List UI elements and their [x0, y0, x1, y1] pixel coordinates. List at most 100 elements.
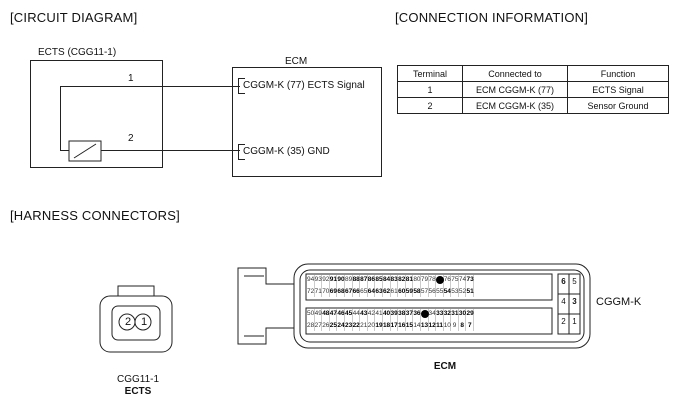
ecm-pin-53: 53	[451, 287, 459, 297]
ecm-pin-41: 41	[375, 309, 383, 322]
ecm-pin-78: 78	[429, 275, 437, 288]
sensor-label: ECTS (CGG11-1)	[38, 47, 117, 58]
ecm-pin-7: 7	[466, 321, 475, 331]
ecm-pin-89: 89	[345, 275, 353, 288]
ecm-pin-85: 85	[375, 275, 383, 288]
ecm-pin-11: 11	[436, 321, 444, 331]
header-connected-to: Connected to	[462, 65, 568, 82]
ecm-pin-63: 63	[375, 287, 383, 297]
cell-connected-to: ECM CGGM-K (35)	[462, 97, 568, 114]
ecm-pin-35-label: CGGM-K (35) GND	[243, 146, 330, 157]
ecm-pin-29: 29	[466, 309, 475, 322]
ecm-pin-81: 81	[406, 275, 414, 288]
ecm-pin-14: 14	[413, 321, 421, 331]
ecm-pin-57: 57	[420, 287, 429, 297]
ecm-pin-86: 86	[368, 275, 376, 288]
ecm-pin-74: 74	[459, 275, 467, 288]
ecm-pin-10: 10	[443, 321, 452, 331]
ecm-side-pin: 1	[572, 317, 577, 326]
ecm-pin-18: 18	[382, 321, 391, 331]
ecm-pin-79: 79	[421, 275, 429, 288]
ecm-connector-code: CGGM-K	[596, 296, 642, 308]
ecm-side-pin: 3	[572, 297, 577, 306]
ecm-pin-19: 19	[375, 321, 383, 331]
ecm-pin-34: 34	[429, 309, 437, 322]
ecm-pin-68: 68	[337, 287, 345, 297]
ects-connector-name: ECTS	[124, 386, 152, 397]
ecm-pin-61: 61	[390, 287, 399, 297]
signal-wire-vertical	[60, 86, 61, 151]
ecm-pin-50: 50	[307, 309, 315, 322]
ecm-pin-49: 49	[315, 309, 323, 322]
ecm-side-pin: 6	[561, 277, 566, 286]
signal-wire	[60, 86, 240, 87]
cell-terminal: 1	[397, 81, 463, 98]
ecm-pin-52: 52	[458, 287, 467, 297]
ecm-pin-21: 21	[360, 321, 368, 331]
ecm-pin-8: 8	[459, 321, 467, 331]
ecm-pin-20: 20	[367, 321, 376, 331]
signal-wire-to-sensor	[60, 150, 70, 151]
ecm-side-pin: 2	[561, 317, 566, 326]
ecm-pin-92: 92	[322, 275, 330, 288]
ecm-pin-64: 64	[367, 287, 376, 297]
connection-table: Terminal Connected to Function 1 ECM CGG…	[397, 65, 669, 114]
ecm-pin-42: 42	[368, 309, 376, 322]
ground-wire	[100, 150, 240, 151]
ecm-pin-38: 38	[398, 309, 406, 322]
ecm-pin-51: 51	[466, 287, 475, 297]
ects-connector-icon	[99, 285, 173, 353]
ecm-pin-58: 58	[413, 287, 421, 297]
table-row: 1 ECM CGGM-K (77) ECTS Signal	[397, 81, 669, 98]
pin-2-label: 2	[128, 133, 134, 144]
thermistor-icon	[68, 140, 102, 162]
ecm-pin-84: 84	[383, 275, 391, 288]
ecm-connector-icon	[237, 263, 591, 349]
ecm-pin-44: 44	[353, 309, 361, 322]
ecm-pin-70: 70	[322, 287, 330, 297]
cell-connected-to: ECM CGGM-K (77)	[462, 81, 568, 98]
table-row: 2 ECM CGGM-K (35) Sensor Ground	[397, 97, 669, 114]
pin-1-label: 1	[128, 73, 134, 84]
ecm-pin-62: 62	[382, 287, 391, 297]
ecm-side-pin: 5	[572, 277, 577, 286]
ecm-label: ECM	[285, 56, 308, 67]
cell-terminal: 2	[397, 97, 463, 114]
ecm-pin-17: 17	[390, 321, 399, 331]
ecm-pin-31: 31	[451, 309, 459, 322]
harness-connectors-title: [HARNESS CONNECTORS]	[10, 208, 180, 223]
ecm-pin-27: 27	[314, 321, 323, 331]
ecm-connector-name: ECM	[433, 361, 457, 372]
ecm-pin-88: 88	[353, 275, 361, 288]
ecm-pin-65: 65	[360, 287, 368, 297]
ecm-pin-9: 9	[451, 321, 459, 331]
ecm-pin-16: 16	[398, 321, 406, 331]
ects-pin-1: 1	[140, 316, 148, 328]
ecm-pin-36: 36	[413, 309, 421, 322]
ecm-pin-59: 59	[405, 287, 414, 297]
ecm-pin-47: 47	[330, 309, 338, 322]
ecm-pin-39: 39	[391, 309, 399, 322]
sensor-box	[30, 60, 163, 168]
ecm-pin-13: 13	[420, 321, 429, 331]
ecm-pin-69: 69	[329, 287, 338, 297]
ecm-pin-48: 48	[322, 309, 330, 322]
ecm-pin-80: 80	[413, 275, 421, 288]
ecm-pin-56: 56	[428, 287, 437, 297]
cell-function: Sensor Ground	[567, 97, 669, 114]
ecm-box	[232, 67, 382, 177]
ecm-pin-25: 25	[329, 321, 338, 331]
ecm-pin-83: 83	[391, 275, 399, 288]
ecm-pin-67: 67	[344, 287, 353, 297]
ecm-pin-32: 32	[444, 309, 452, 322]
ecm-pin-12: 12	[428, 321, 437, 331]
ecm-pin-40: 40	[383, 309, 391, 322]
ecm-pin-26: 26	[322, 321, 330, 331]
ecm-pin-30: 30	[459, 309, 467, 322]
ecm-pin-55: 55	[436, 287, 444, 297]
cell-function: ECTS Signal	[567, 81, 669, 98]
